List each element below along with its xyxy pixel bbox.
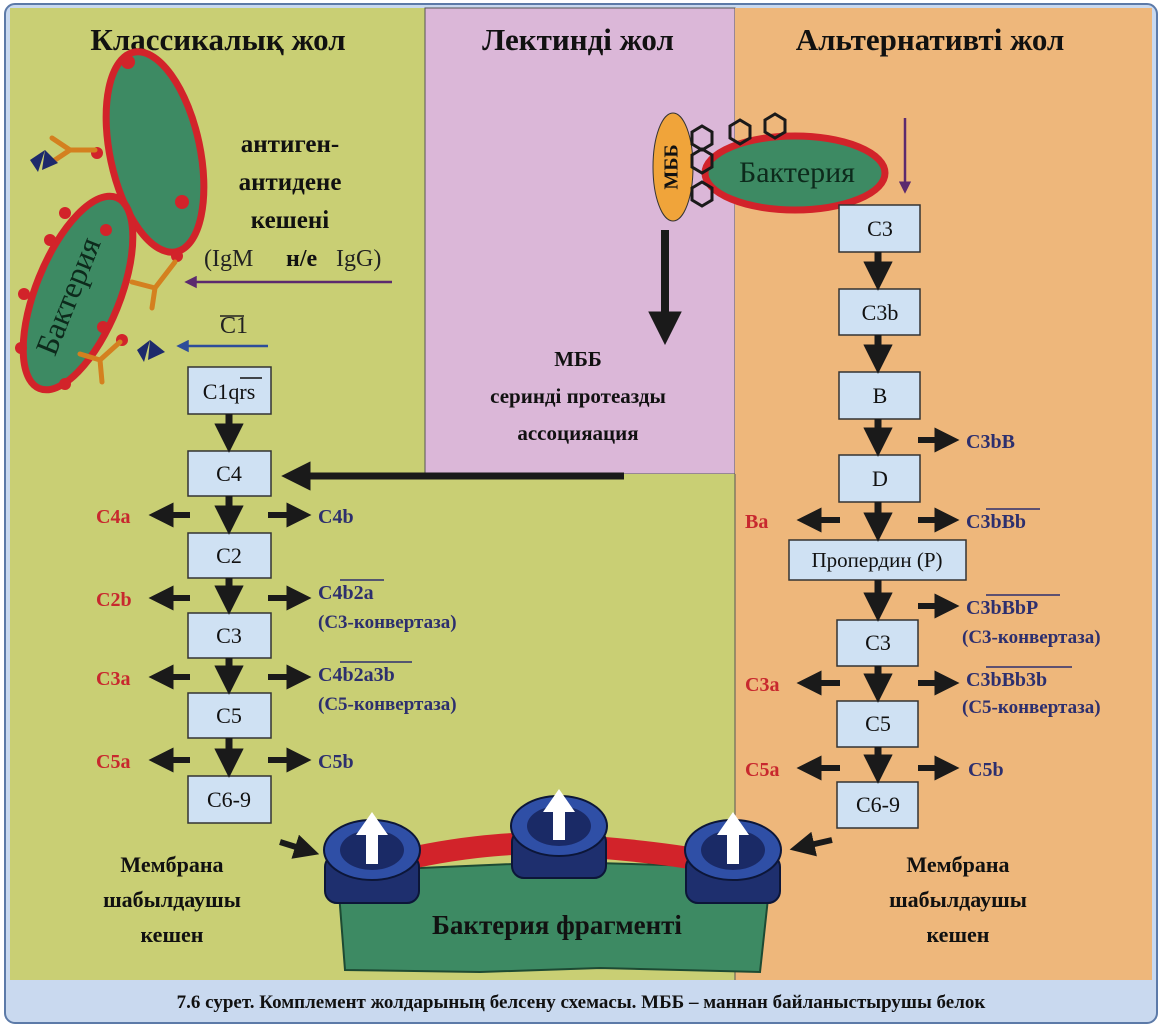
alt-product-c5b: C5b	[968, 759, 1004, 781]
alt-c3-convertase: (C3-конвертаза)	[962, 627, 1101, 648]
alt-product-c3a: C3a	[745, 674, 779, 696]
alt-mac-1: Мембрана	[906, 852, 1009, 877]
alt-box-b	[838, 371, 921, 420]
product-c2b: C2b	[96, 589, 132, 611]
alt-product-c3bbbp: C3bBbP	[966, 597, 1038, 619]
classical-mac-3: кешен	[141, 922, 204, 947]
ig-left: (IgM	[204, 246, 253, 272]
box-c6-9-label: C6-9	[207, 787, 251, 812]
box-c5-label: C5	[216, 703, 242, 728]
alt-box-c6-9-label: C6-9	[856, 792, 900, 817]
box-c2-label: C2	[216, 543, 242, 568]
box-c4	[187, 450, 272, 497]
classical-mac-1: Мембрана	[120, 852, 223, 877]
classical-c3-convertase: (C3-конвертаза)	[318, 612, 457, 633]
heading-alternative: Альтернативті жол	[796, 22, 1065, 57]
alt-product-c5a: C5a	[745, 759, 779, 781]
alt-bacteria: Бактерия	[701, 132, 889, 214]
complex-text-1: антиген-	[241, 131, 339, 158]
classical-mac-2: шабылдаушы	[103, 887, 241, 912]
alt-box-c3	[838, 204, 921, 253]
product-c4b2a3b: C4b2a3b	[318, 664, 395, 686]
lectin-assoc-3: ассоцияация	[517, 421, 638, 445]
box-c1qrs-label: C1qrs	[203, 379, 256, 404]
alt-side-arrows	[789, 427, 960, 857]
mbb-molecule: МББ	[652, 112, 694, 222]
alt-box-properdin	[788, 539, 967, 581]
product-c4a: C4a	[96, 506, 130, 528]
alt-product-c3bb: C3bB	[966, 431, 1015, 453]
box-c6-9	[187, 775, 272, 824]
alt-c5-convertase: (C5-конвертаза)	[962, 697, 1101, 718]
box-c4-label: C4	[216, 461, 242, 486]
lectin-assoc-2: серинді протеазды	[490, 384, 666, 408]
antibodies	[49, 135, 178, 385]
complex-text-3: кешені	[251, 207, 329, 234]
mac-pore-middle	[510, 789, 608, 879]
product-c5a: C5a	[96, 751, 130, 773]
alt-box-c3b-label: C3b	[862, 300, 899, 325]
alt-bacteria-label: Бактерия	[739, 156, 855, 189]
ig-right: IgG)	[336, 246, 381, 272]
alt-box-c3-second-label: C3	[865, 630, 891, 655]
alt-mac-2: шабылдаушы	[889, 887, 1027, 912]
lectin-assoc-1: МББ	[554, 347, 602, 371]
c1-label: C1	[220, 313, 248, 339]
alt-box-properdin-label: Пропердин (Р)	[811, 548, 942, 572]
mbb-label: МББ	[661, 144, 683, 189]
box-c3	[187, 612, 272, 659]
classical-c5-convertase: (C5-конвертаза)	[318, 694, 457, 715]
alt-box-c3-second	[836, 619, 919, 667]
ig-mid: н/е	[286, 246, 317, 272]
product-c3a: C3a	[96, 668, 130, 690]
alt-box-c3b	[838, 288, 921, 336]
fragment-label: Бактерия фрагменті	[432, 910, 682, 940]
box-c5	[187, 692, 272, 739]
mannose-hexagons	[690, 112, 787, 208]
heading-lectin: Лектинді жол	[482, 22, 674, 57]
alt-cascade: C3 C3b B D Пропердин (Р) C3 C5 C6-9	[788, 204, 967, 829]
product-c4b: C4b	[318, 506, 354, 528]
alt-box-c3-label: C3	[867, 216, 893, 241]
box-c1qrs	[187, 366, 272, 415]
complex-text-2: антидене	[239, 169, 342, 196]
product-c4b2a: C4b2a	[318, 582, 374, 604]
mac-pore-right	[684, 812, 782, 904]
box-c3-label: C3	[216, 623, 242, 648]
figure-caption: 7.6 сурет. Комплемент жолдарының белсену…	[177, 992, 986, 1013]
alt-product-c3bbb: C3bBb	[966, 511, 1026, 533]
alt-mac-3: кешен	[927, 922, 990, 947]
mac-pore-left	[323, 812, 421, 904]
alt-box-b-label: B	[873, 383, 888, 408]
alt-product-c3bbb3b: C3bBb3b	[966, 669, 1047, 691]
classical-cascade: C1qrs C4 C2 C3 C5 C6-9	[187, 366, 272, 824]
alt-box-c5-label: C5	[865, 711, 891, 736]
box-c2	[187, 532, 272, 579]
product-c5b: C5b	[318, 751, 354, 773]
alt-box-c6-9	[836, 781, 919, 829]
c1-molecules	[30, 150, 165, 362]
classical-side-arrows	[148, 502, 320, 859]
alt-product-ba: Ba	[745, 511, 768, 533]
antigen-dots	[15, 55, 189, 390]
alt-box-d-label: D	[872, 466, 888, 491]
